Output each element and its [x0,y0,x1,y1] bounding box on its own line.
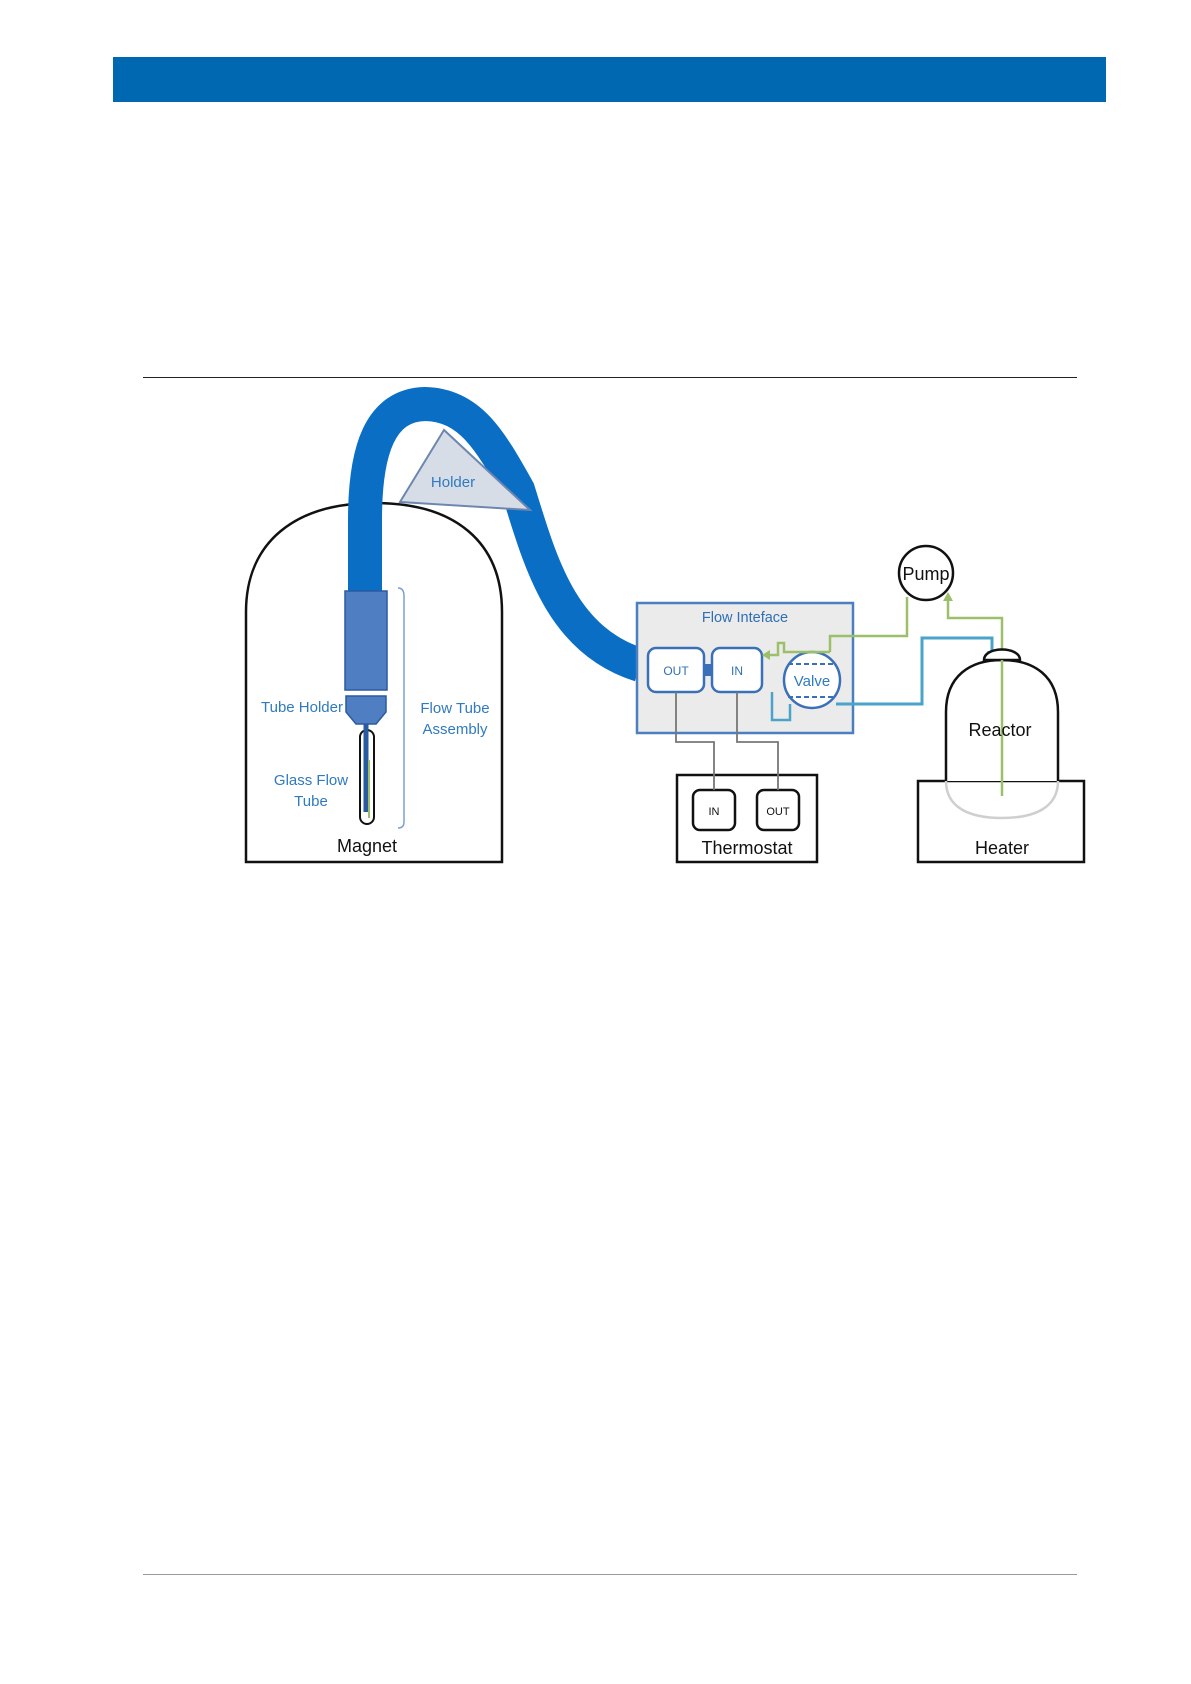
thermostat-label: Thermostat [701,838,792,858]
thermostat-in-label: IN [709,806,720,818]
heater-label: Heater [975,838,1029,858]
tube-holder-piece [346,696,386,724]
valve-label: Valve [794,673,830,690]
bottom-rule [143,1574,1077,1575]
thermostat-out-label: OUT [766,806,790,818]
glass-flow-tube-label-2: Tube [294,793,328,810]
holder-label: Holder [431,474,475,491]
flow-tube-assembly-bracket [398,588,404,828]
flow-interface-label: Flow Inteface [702,610,788,626]
flow-tube-upper-block [345,591,387,690]
interface-out-label: OUT [663,664,689,678]
glass-flow-tube-label-1: Glass Flow [274,772,348,789]
flow-tube-assembly-label-1: Flow Tube [420,700,489,717]
reactor-cap [984,650,1020,661]
tube-holder-label: Tube Holder [261,699,343,716]
flow-tube-assembly-label-2: Assembly [422,721,488,738]
interface-in-label: IN [731,664,743,678]
pump-label: Pump [902,564,949,584]
magnet-label: Magnet [337,836,397,856]
reactor-label: Reactor [968,720,1031,740]
